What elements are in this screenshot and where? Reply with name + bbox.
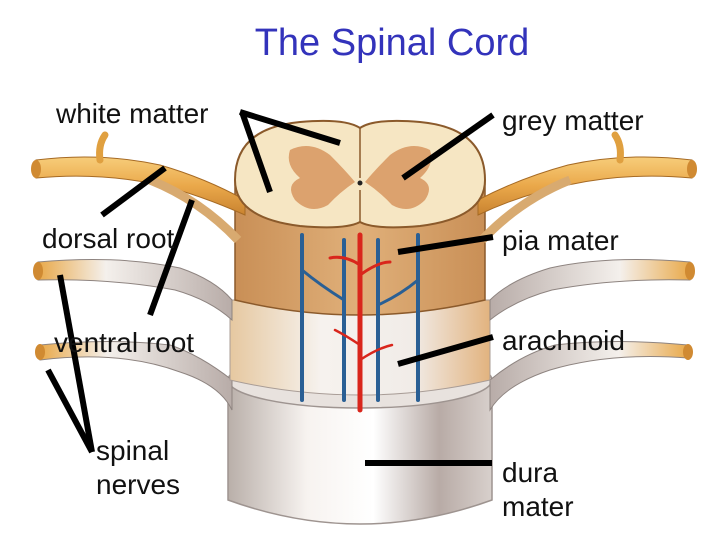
leader-pia-mater [397,234,494,255]
label-dura-mater-line1: dura [502,457,559,488]
label-grey-matter: grey matter [502,105,644,136]
leader-white-matter-1 [239,109,341,146]
label-spinal-nerves-line1: spinal [96,435,170,466]
leader-lines [45,109,495,466]
label-ventral-root: ventral root [54,327,195,358]
leader-dorsal-root [100,165,167,218]
label-dura-mater-line2: mater [502,491,574,522]
label-pia-mater: pia mater [502,225,619,256]
label-spinal-nerves-line2: nerves [96,469,181,500]
blood-vessels [300,232,420,413]
leader-arachnoid [397,334,494,367]
middle-spinal-nerves [33,259,695,322]
leader-spinal-nerves-1 [57,274,95,453]
leader-grey-matter [401,112,495,181]
lower-spinal-nerves [35,341,693,412]
label-dura-mater: dura mater [502,456,574,524]
leader-ventral-root [147,198,195,317]
label-dorsal-root: dorsal root [42,223,175,254]
label-white-matter: white matter [56,98,209,129]
diagram-title: The Spinal Cord [254,22,530,64]
label-arachnoid: arachnoid [502,325,625,356]
cord-cross-section [233,119,487,229]
leader-spinal-nerves-2 [45,368,95,454]
upper-spinal-nerves [31,131,697,244]
leader-white-matter-2 [239,111,273,193]
label-spinal-nerves: spinal nerves [96,434,180,502]
